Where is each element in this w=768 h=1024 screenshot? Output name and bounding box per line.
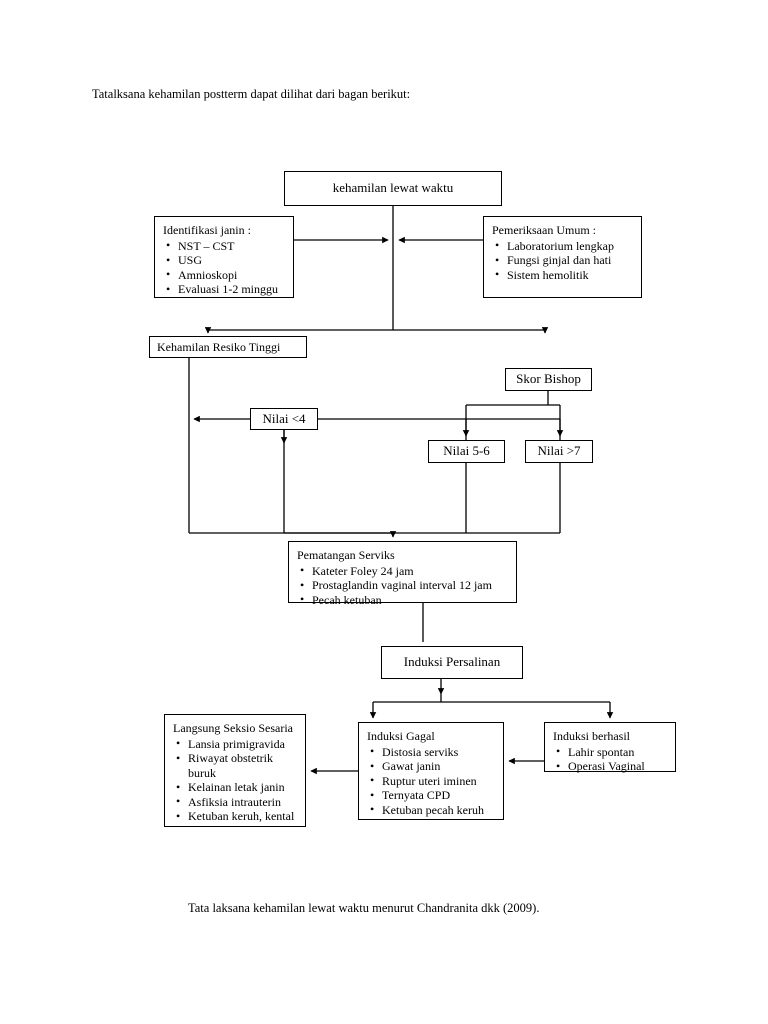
- node-pematangan-serviks[interactable]: Pematangan Serviks Kateter Foley 24 jam …: [288, 541, 517, 607]
- list-item: Gawat janin: [367, 759, 497, 774]
- node-title: Langsung Seksio Sesaria: [173, 721, 293, 735]
- node-title: Induksi Gagal: [367, 729, 435, 743]
- node-title: Nilai <4: [262, 410, 306, 426]
- node-induksi-berhasil[interactable]: Induksi berhasil Lahir spontan Operasi V…: [544, 722, 676, 774]
- list-item: Ketuban pecah keruh: [367, 802, 497, 818]
- node-identifikasi-janin[interactable]: Identifikasi janin : NST – CST USG Amnio…: [154, 216, 294, 298]
- node-title: Nilai >7: [537, 443, 581, 459]
- list-item: Asfiksia intrauterin: [173, 794, 299, 810]
- node-title: Nilai 5-6: [443, 443, 490, 459]
- node-nilai-5-6[interactable]: Nilai 5-6: [428, 440, 505, 463]
- node-title: Identifikasi janin :: [163, 223, 251, 237]
- node-bullet-list: NST – CST USG Amnioskopi Evaluasi 1-2 mi…: [163, 238, 287, 297]
- list-item: Ternyata CPD: [367, 788, 497, 803]
- node-title: Kehamilan Resiko Tinggi: [157, 339, 281, 354]
- intro-text: Tatalksana kehamilan postterm dapat dili…: [92, 87, 411, 101]
- list-item: Ketuban keruh, kental: [173, 809, 299, 824]
- list-item: Evaluasi 1-2 minggu: [163, 282, 287, 297]
- node-title: Induksi berhasil: [553, 729, 630, 743]
- list-item: Sistem hemolitik: [492, 267, 635, 283]
- node-title: kehamilan lewat waktu: [332, 180, 454, 196]
- list-item: NST – CST: [163, 238, 287, 254]
- list-item: Laboratorium lengkap: [492, 238, 635, 254]
- node-title: Induksi Persalinan: [403, 654, 501, 670]
- node-title: Pemeriksaan Umum :: [492, 223, 596, 237]
- node-induksi-gagal[interactable]: Induksi Gagal Distosia serviks Gawat jan…: [358, 722, 504, 820]
- node-kehamilan-lewat-waktu[interactable]: kehamilan lewat waktu: [284, 171, 502, 206]
- node-skor-bishop[interactable]: Skor Bishop: [505, 368, 592, 391]
- node-induksi-persalinan[interactable]: Induksi Persalinan: [381, 646, 523, 679]
- node-langsung-seksio-sesaria[interactable]: Langsung Seksio Sesaria Lansia primigrav…: [164, 714, 306, 827]
- list-item: Kateter Foley 24 jam: [297, 563, 510, 579]
- node-bullet-list: Kateter Foley 24 jam Prostaglandin vagin…: [297, 563, 510, 608]
- list-item: Riwayat obstetrik buruk: [173, 751, 299, 780]
- node-title: Skor Bishop: [516, 371, 581, 387]
- node-bullet-list: Laboratorium lengkap Fungsi ginjal dan h…: [492, 238, 635, 283]
- list-item: Amnioskopi: [163, 267, 287, 283]
- node-nilai-kurang-dari-4[interactable]: Nilai <4: [250, 408, 318, 430]
- node-bullet-list: Distosia serviks Gawat janin Ruptur uter…: [367, 744, 497, 818]
- list-item: Operasi Vaginal: [553, 759, 669, 774]
- node-title: Pematangan Serviks: [297, 548, 395, 562]
- node-bullet-list: Lansia primigravida Riwayat obstetrik bu…: [173, 736, 299, 825]
- list-item: USG: [163, 253, 287, 268]
- node-nilai-lebih-dari-7[interactable]: Nilai >7: [525, 440, 593, 463]
- list-item: Lahir spontan: [553, 744, 669, 760]
- node-kehamilan-resiko-tinggi[interactable]: Kehamilan Resiko Tinggi: [149, 336, 307, 358]
- node-bullet-list: Lahir spontan Operasi Vaginal: [553, 744, 669, 774]
- list-item: Ruptur uteri iminen: [367, 773, 497, 789]
- list-item: Kelainan letak janin: [173, 780, 299, 795]
- list-item: Lansia primigravida: [173, 736, 299, 752]
- list-item: Pecah ketuban: [297, 592, 510, 608]
- list-item: Distosia serviks: [367, 744, 497, 760]
- list-item: Fungsi ginjal dan hati: [492, 253, 635, 268]
- list-item: Prostaglandin vaginal interval 12 jam: [297, 578, 510, 593]
- node-pemeriksaan-umum[interactable]: Pemeriksaan Umum : Laboratorium lengkap …: [483, 216, 642, 298]
- figure-caption: Tata laksana kehamilan lewat waktu menur…: [188, 901, 540, 915]
